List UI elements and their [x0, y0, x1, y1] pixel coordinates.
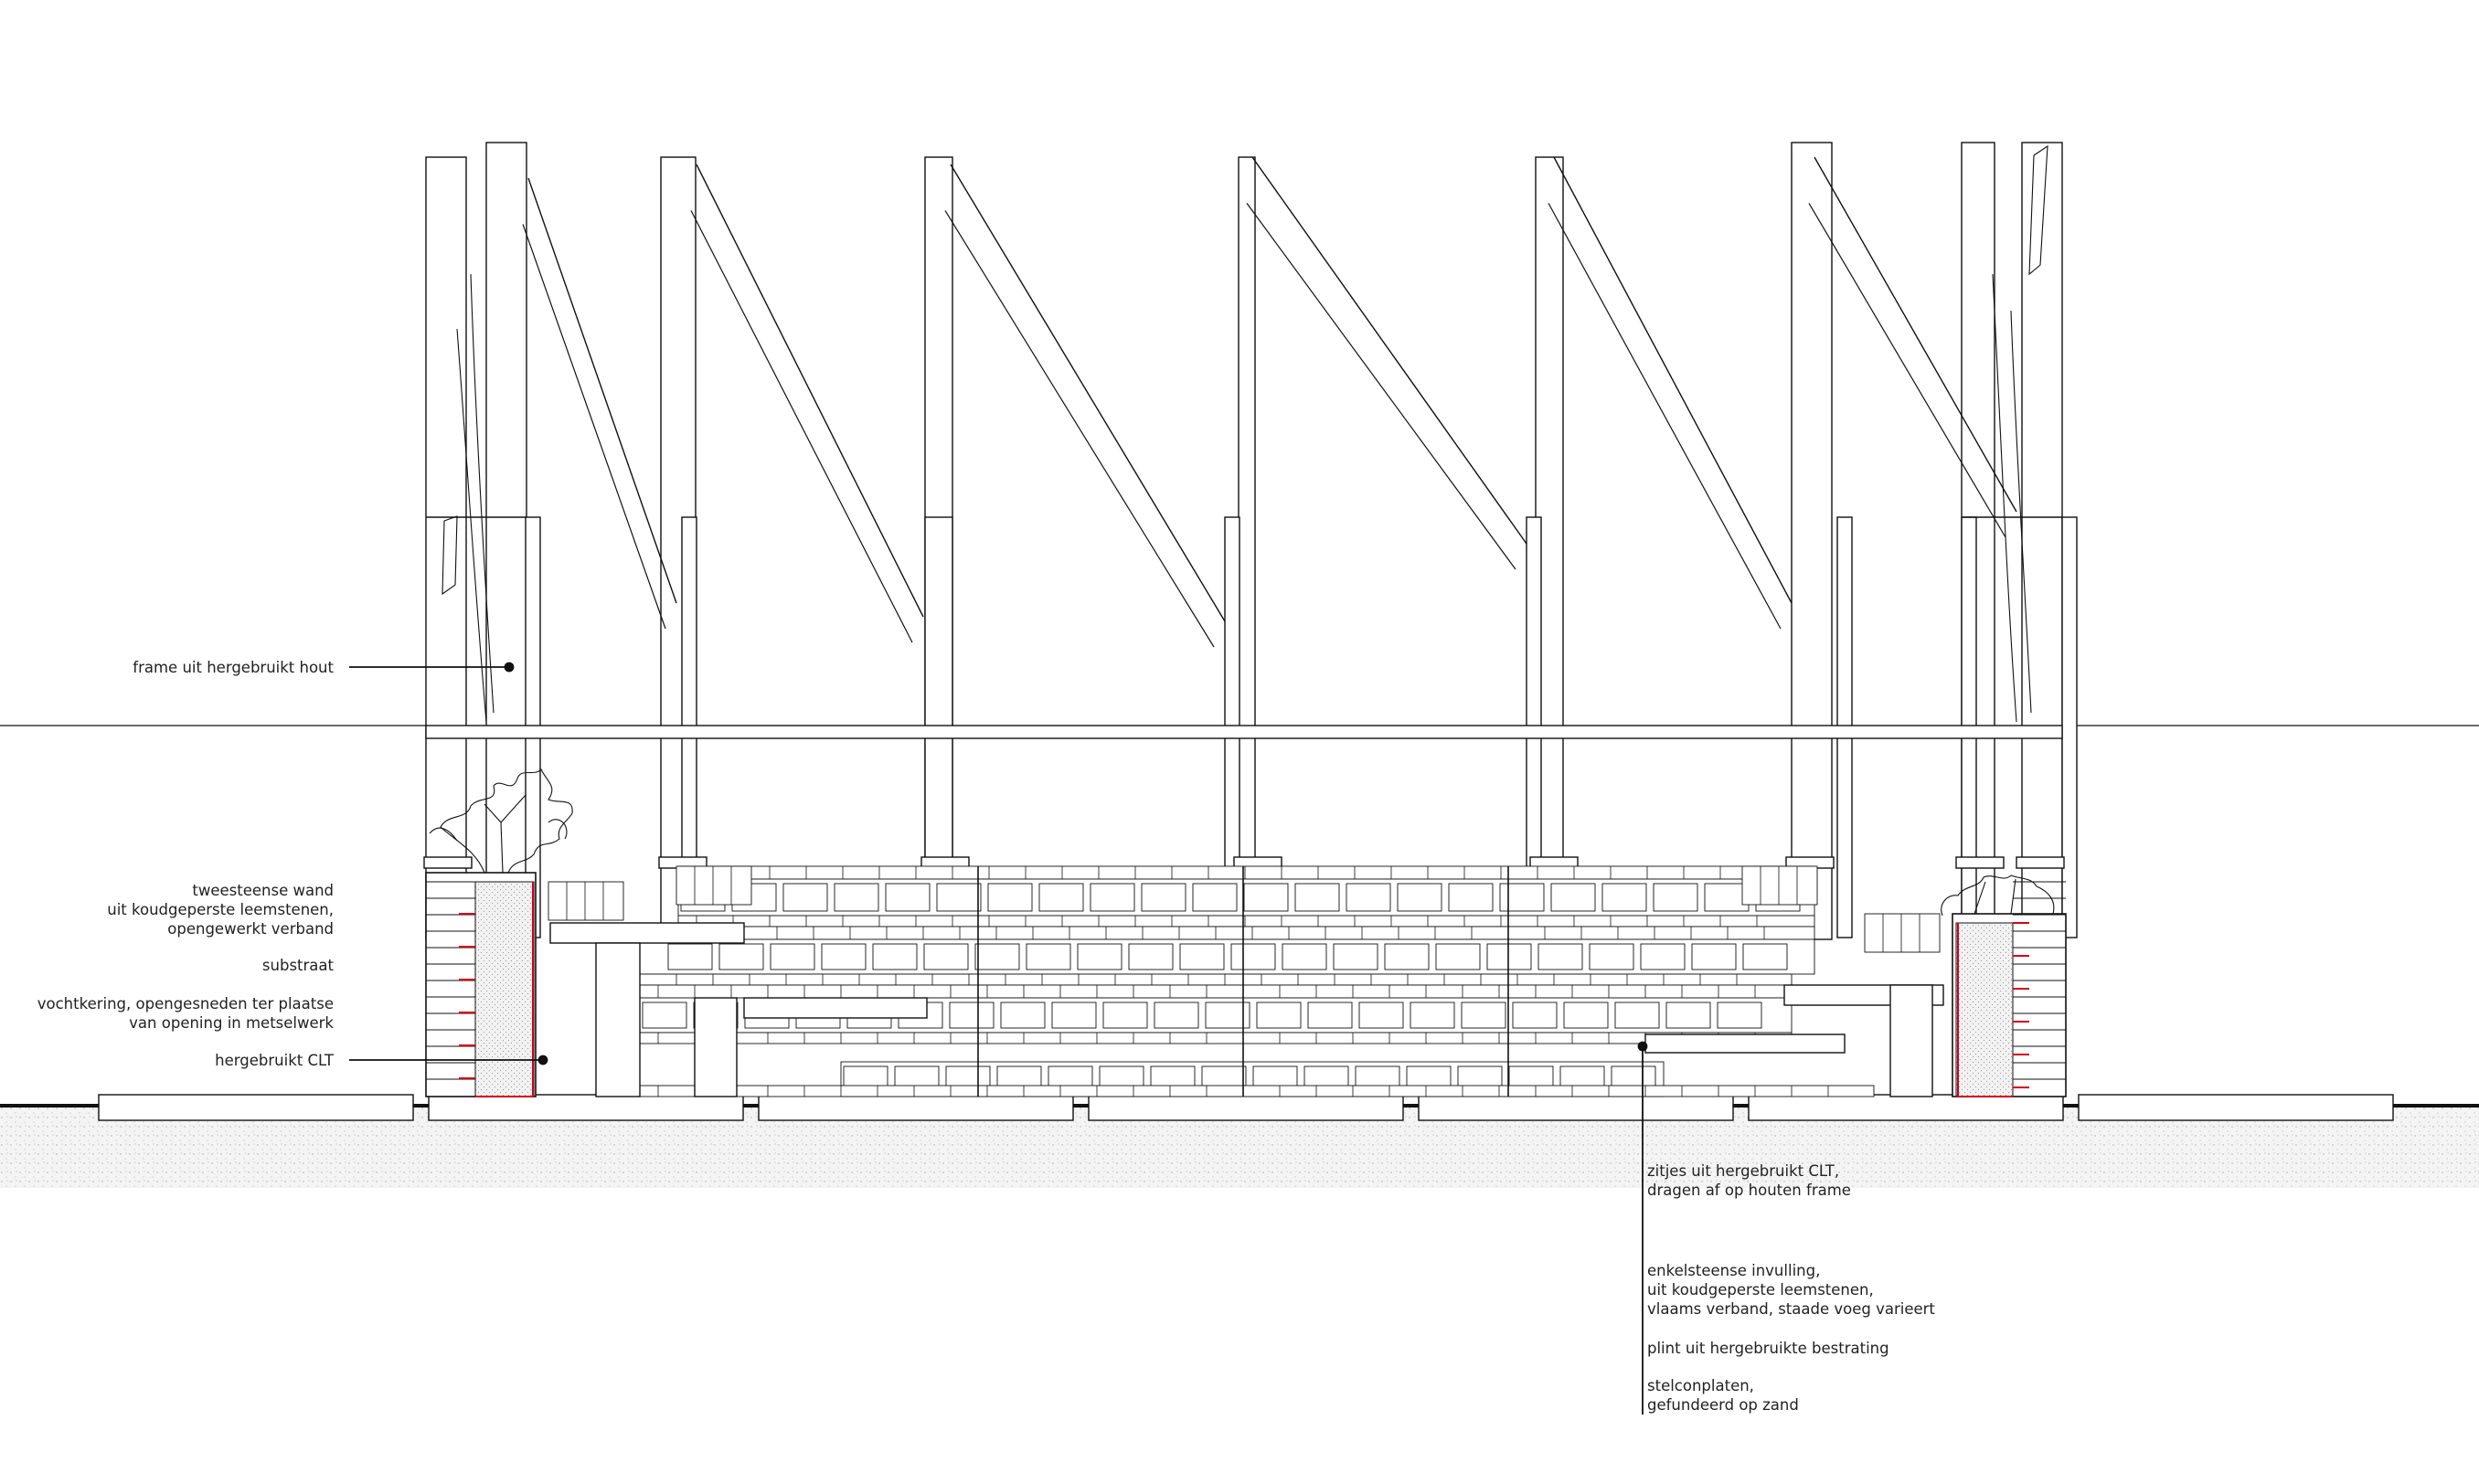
label-slabs: stelconplaten,	[1647, 1377, 1754, 1394]
labels-left: frame uit hergebruikt hout tweesteense wa…	[37, 659, 335, 1069]
timber-post	[425, 156, 467, 940]
timber-beam	[425, 725, 2063, 739]
brick-infill	[630, 865, 1875, 1097]
timber-brace	[950, 164, 1226, 622]
label-wall: opengewerkt verband	[167, 920, 334, 938]
label-frame: frame uit hergebruikt hout	[133, 659, 334, 676]
label-plinth: plint uit hergebruikte bestrating	[1647, 1340, 1889, 1357]
label-seats: zitjes uit hergebruikt CLT,	[1647, 1162, 1839, 1180]
leader-lines	[349, 662, 1648, 1415]
timber-post-inner	[2061, 516, 2078, 938]
clt-seats	[549, 922, 1944, 1097]
timber-post	[485, 142, 527, 940]
stelcon-slab	[758, 1094, 1074, 1121]
stelcon-slab	[1418, 1094, 1734, 1121]
stelcon-slab	[2078, 1094, 2394, 1121]
label-infill: enkelsteense invulling,	[1647, 1262, 1820, 1279]
label-wall: tweesteense wand	[192, 882, 334, 899]
label-wall: uit koudgeperste leemstenen,	[107, 901, 334, 918]
label-clt: hergebruikt CLT	[215, 1052, 335, 1069]
planter-right	[1952, 913, 2067, 1097]
label-seats: dragen af op houten frame	[1647, 1182, 1851, 1199]
plant-right	[1941, 874, 2055, 917]
timber-post	[1238, 156, 1256, 940]
timber-frame	[423, 142, 2078, 940]
label-infill: uit koudgeperste leemstenen,	[1647, 1281, 1874, 1298]
plant-left	[429, 768, 573, 874]
timber-brace	[527, 177, 677, 604]
timber-brace	[1553, 156, 1793, 604]
labels-right: zitjes uit hergebruikt CLT, dragen af op …	[1647, 1162, 1935, 1414]
timber-post	[2021, 142, 2063, 940]
stelcon-slab	[1748, 1094, 2064, 1121]
timber-brace	[1814, 156, 2017, 513]
label-slabs: gefundeerd op zand	[1647, 1396, 1799, 1414]
stelcon-slab	[98, 1094, 414, 1121]
stelcon-slab	[1088, 1094, 1404, 1121]
timber-brace	[1251, 156, 1527, 545]
planter-brick-courses	[426, 865, 2066, 1088]
label-moisture: van opening in metselwerk	[129, 1014, 334, 1032]
stelcon-slab	[428, 1094, 744, 1121]
label-substrate: substraat	[262, 957, 335, 974]
stelcon-slabs	[98, 1094, 2394, 1121]
timber-brace	[696, 164, 924, 618]
label-infill: vlaams verband, staade voeg varieert	[1647, 1300, 1935, 1318]
label-moisture: vochtkering, opengesneden ter plaatse	[37, 995, 334, 1012]
timber-post	[1791, 142, 1833, 940]
